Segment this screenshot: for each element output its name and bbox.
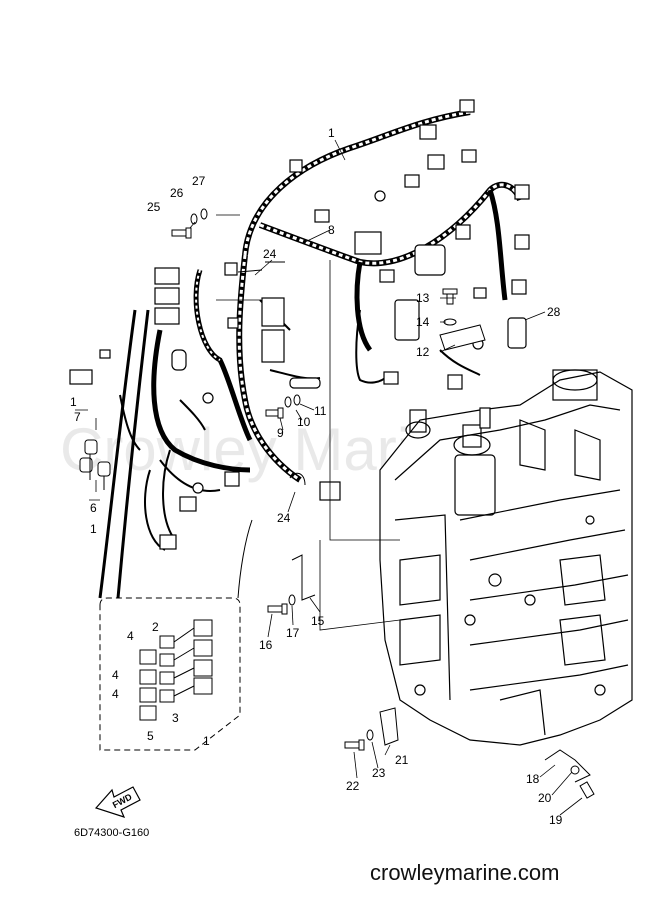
callout-7: 7 bbox=[74, 410, 81, 424]
callout-19: 19 bbox=[549, 813, 563, 827]
fwd-arrow: FWD bbox=[94, 786, 141, 818]
callout-4-c: 4 bbox=[112, 687, 119, 701]
callout-28: 28 bbox=[547, 305, 561, 319]
callout-21: 21 bbox=[395, 753, 409, 767]
callout-15: 15 bbox=[311, 614, 325, 628]
callout-4-b: 4 bbox=[112, 668, 119, 682]
callout-11: 11 bbox=[314, 404, 327, 418]
callout-17: 17 bbox=[286, 626, 300, 640]
callout-24-top: 24 bbox=[263, 247, 277, 261]
callout-25: 25 bbox=[147, 200, 161, 214]
engine-block bbox=[379, 369, 633, 746]
callout-24-bottom: 24 bbox=[277, 511, 291, 525]
callout-2: 2 bbox=[152, 620, 159, 634]
callout-labels: 1 8 24 25 26 27 13 14 12 28 11 10 9 24 1… bbox=[70, 126, 563, 827]
callout-5: 5 bbox=[147, 729, 154, 743]
callout-1-left-bottom: 1 bbox=[90, 522, 97, 536]
callout-1-left-top: 1 bbox=[70, 395, 77, 409]
callout-20: 20 bbox=[538, 791, 552, 805]
callout-9: 9 bbox=[277, 426, 284, 440]
callout-27: 27 bbox=[192, 174, 206, 188]
callout-4-a: 4 bbox=[127, 629, 134, 643]
fasteners bbox=[171, 208, 595, 799]
relay-detail-box bbox=[98, 309, 253, 751]
callout-12: 12 bbox=[416, 345, 430, 359]
callout-8: 8 bbox=[328, 223, 335, 237]
callout-3: 3 bbox=[172, 711, 179, 725]
callout-1-main: 1 bbox=[328, 126, 335, 140]
leader-lines bbox=[75, 139, 583, 816]
callout-6: 6 bbox=[90, 501, 97, 515]
fuse-holders bbox=[79, 439, 111, 490]
callout-18: 18 bbox=[526, 772, 540, 786]
callout-16: 16 bbox=[259, 638, 273, 652]
callout-14: 14 bbox=[416, 315, 430, 329]
diagram-code: 6D74300-G160 bbox=[74, 827, 149, 839]
callout-26: 26 bbox=[170, 186, 184, 200]
callout-1-box: 1 bbox=[203, 734, 210, 748]
website-footer: crowleymarine.com bbox=[370, 860, 560, 885]
callout-23: 23 bbox=[372, 766, 386, 780]
callout-10: 10 bbox=[297, 415, 311, 429]
callout-13: 13 bbox=[416, 291, 430, 305]
harness-connectors bbox=[69, 99, 530, 550]
callout-22: 22 bbox=[346, 779, 360, 793]
